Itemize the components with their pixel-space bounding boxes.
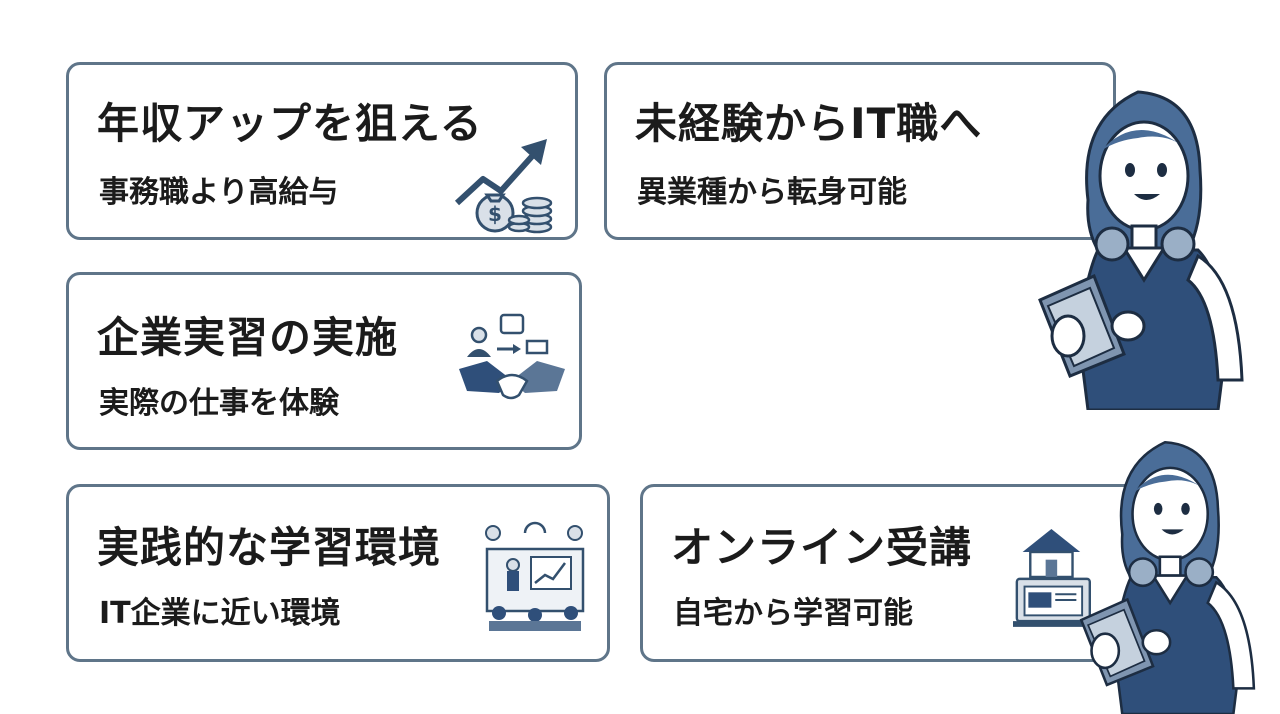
person-with-tablet-illustration [1038,90,1244,410]
card-subtitle: 実際の仕事を体験 [99,386,339,421]
card-title: 実践的な学習環境 [97,523,442,572]
card-internship: 企業実習の実施 実際の仕事を体験 [66,272,582,450]
card-title: オンライン受講 [671,523,973,572]
money-growth-icon: $ [454,139,553,234]
card-career-change: 未経験からIT職へ 異業種から転身可能 [604,62,1116,240]
training-room-icon [485,521,585,631]
person-with-tablet-illustration [1079,440,1256,714]
home-laptop-icon [1013,528,1096,627]
card-subtitle: 異業種から転身可能 [637,175,907,210]
card-subtitle: IT企業に近い環境 [99,596,341,631]
card-title: 未経験からIT職へ [635,99,983,148]
card-title: 年収アップを狙える [97,99,483,148]
card-online-course: オンライン受講 自宅から学習可能 [640,484,1152,662]
handshake-icon [459,313,565,400]
card-salary: 年収アップを狙える 事務職より高給与 $ [66,62,578,240]
card-subtitle: 自宅から学習可能 [673,596,913,631]
svg-text:$: $ [488,202,502,226]
card-subtitle: 事務職より高給与 [99,175,339,210]
card-learning-environment: 実践的な学習環境 IT企業に近い環境 [66,484,610,662]
card-title: 企業実習の実施 [97,313,399,362]
